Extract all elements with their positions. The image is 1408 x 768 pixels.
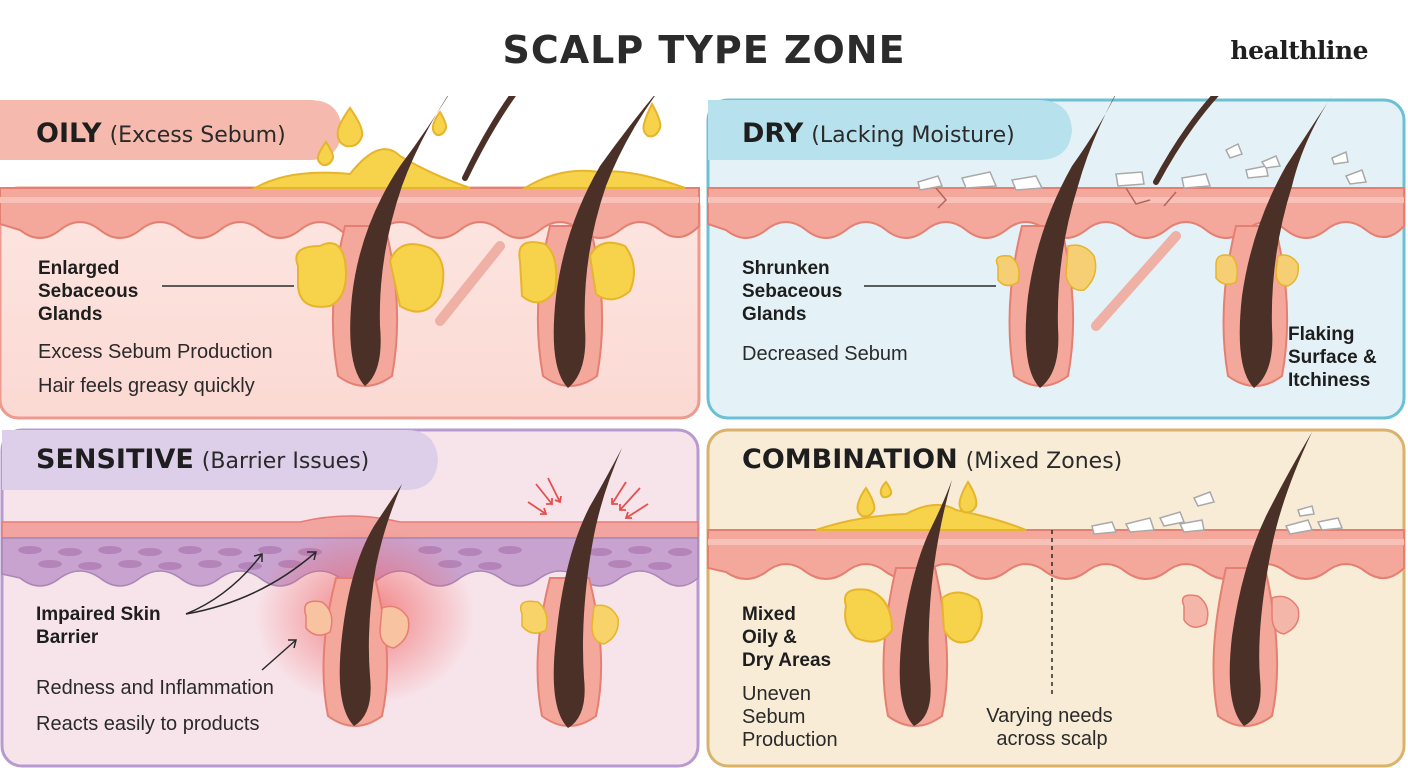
irritation-arrow-icon [527,477,649,519]
sensitive-header-tab [2,430,438,490]
oil-drop-icon [431,110,448,137]
oily-note-1: Excess Sebum Production [38,341,273,363]
combination-skin-layer [707,529,1405,580]
sensitive-callout: Impaired Skin Barrier [36,604,166,648]
brand-logo: healthline [1230,36,1368,65]
hair-follicle-icon [995,96,1181,388]
oil-drop-icon [856,486,876,518]
combination-notes: Uneven Sebum Production [742,683,838,751]
oil-drop-icon [879,480,893,499]
panel-combination: COMBINATION(Mixed Zones) Mixed Oily & Dr… [706,428,1406,768]
dry-side-label: Flaking Surface & Itchiness [1288,324,1382,391]
oily-note-2: Hair feels greasy quickly [38,375,255,397]
panel-sensitive: SENSITIVE(Barrier Issues) Impaired Skin … [0,428,700,768]
hair-follicle-icon [304,484,410,727]
oily-header-tab [0,100,342,160]
combination-heading: COMBINATION(Mixed Zones) [742,444,1122,475]
sensitive-note-2: Reacts easily to products [36,713,259,735]
hair-follicle-icon [520,448,622,728]
oily-sebum-surface [251,148,471,189]
combination-callout: Mixed Oily & Dry Areas [742,604,831,671]
oil-drop-icon [316,140,335,167]
flake-icon [917,142,1368,191]
hair-follicle-icon [1215,96,1333,388]
hair-follicle-icon [295,96,505,387]
panel-oily: OILY(Excess Sebum) Enlarged Sebaceous Gl… [0,96,701,420]
sensitive-heading: SENSITIVE(Barrier Issues) [36,444,369,475]
oil-drop-icon [958,480,978,514]
dry-header-tab [708,100,1072,160]
oily-callout: Enlarged Sebaceous Glands [38,258,143,325]
sensitive-note-1: Redness and Inflammation [36,677,274,699]
combination-side-label: Varying needs across scalp [986,705,1117,750]
dry-heading: DRY(Lacking Moisture) [742,118,1015,149]
dry-note-1: Decreased Sebum [742,343,908,365]
oil-drop-icon [642,101,662,138]
panel-dry: DRY(Lacking Moisture) Shrunken Sebaceous… [706,96,1406,420]
flake-icon [1091,491,1344,535]
oil-drop-icon [336,106,364,148]
dry-callout: Shrunken Sebaceous Glands [742,258,847,325]
hair-follicle-icon [1181,432,1312,727]
oily-heading: OILY(Excess Sebum) [36,118,286,149]
hair-follicle-icon [844,480,983,727]
combination-sebum-surface [815,503,1027,531]
hair-follicle-icon [518,96,655,388]
page-title: SCALP TYPE ZONE [502,28,906,72]
